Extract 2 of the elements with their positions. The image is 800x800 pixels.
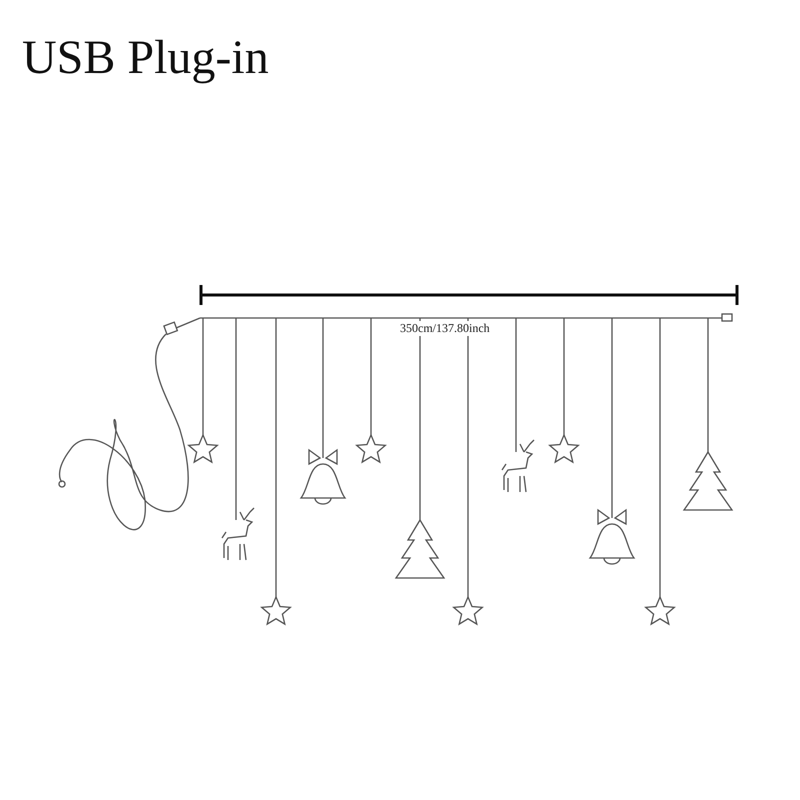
dimension-label: 350cm/137.80inch [398, 321, 492, 336]
title: USB Plug-in [22, 30, 269, 85]
